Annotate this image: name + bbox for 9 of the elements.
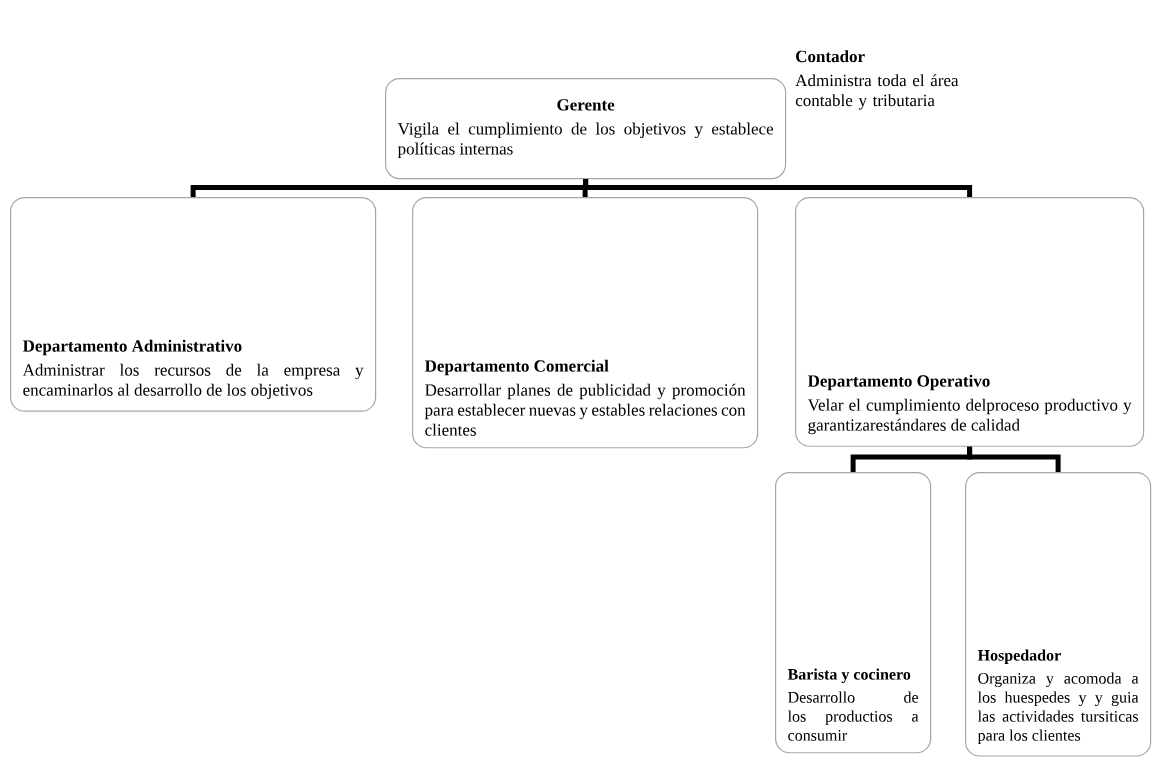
- org-box: Gerente Vigila el cumplimiento de los objetivos y establece políticas internas: [385, 78, 787, 180]
- connector-line: [583, 179, 973, 197]
- note-title: Contador: [796, 50, 865, 63]
- connector-line: [967, 446, 1061, 472]
- org-box: Departamento Operativo Velar el cumplimiento delproceso productivo y garantizarestándares de calidad: [795, 197, 1145, 447]
- org-box: Departamento Comercial Desarrollar planes de publicidad y promoción para establecer nuevas y estables relaciones con clientes: [412, 197, 759, 449]
- org-box: Barista y cocinero Desarrollo de los productios a consumir: [775, 472, 932, 754]
- org-box: Departamento Administrativo Administrar los recursos de la empresa y encaminarlos al desarrollo de los objetivos: [10, 197, 377, 412]
- org-box: Hospedador Organiza y acomoda a los huespedes y y guia las actividades tursiticas para los clientes: [965, 472, 1152, 757]
